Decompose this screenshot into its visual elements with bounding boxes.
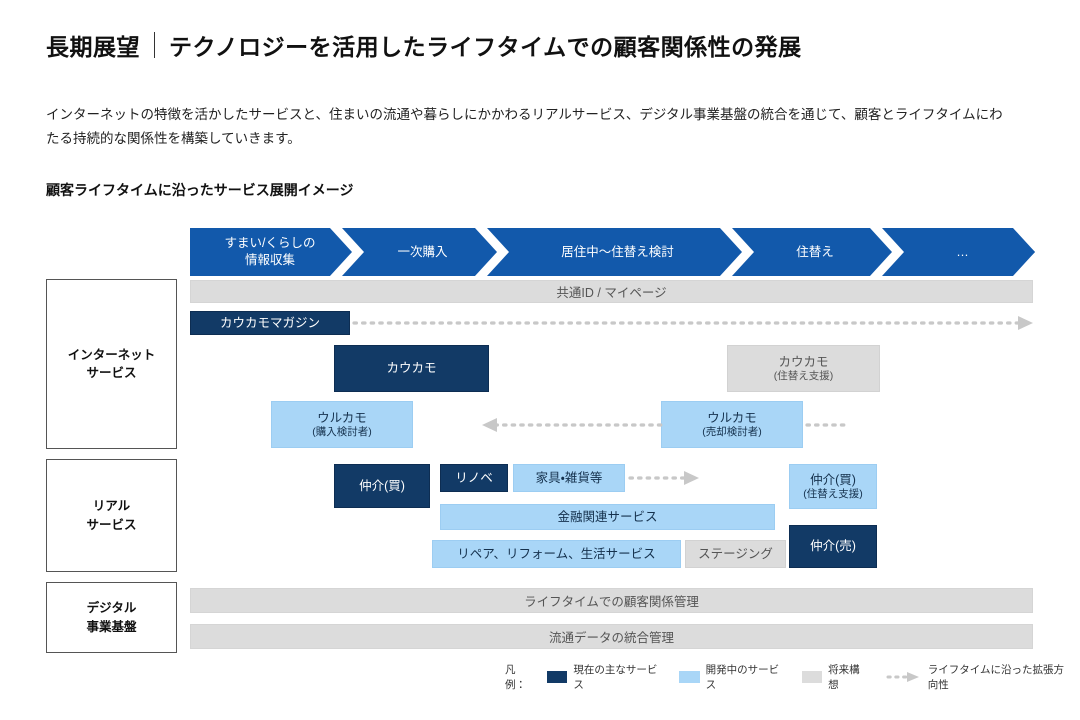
- box-brokerage-buy-label: 仲介(買): [359, 478, 405, 493]
- stage-1[interactable]: すまい/くらしの 情報収集: [190, 228, 350, 276]
- stage-5[interactable]: …: [890, 228, 1035, 276]
- legend-item-future: 将来構想: [801, 662, 867, 692]
- flow-arrow-seller-tail-icon: [805, 423, 847, 427]
- flow-arrow-seller-to-buyer-icon: [482, 418, 663, 432]
- box-repair-reform-life-services[interactable]: リペア、リフォーム、生活サービス: [432, 540, 681, 568]
- box-brokerage-sell-label: 仲介(売): [810, 539, 856, 554]
- legend-item-future-label: 将来構想: [828, 664, 860, 691]
- box-brokerage-buy-move-support-sub: (住替え支援): [803, 487, 863, 500]
- box-brokerage-buy-move-support-label: 仲介(買): [810, 472, 856, 487]
- legend-swatch-developing-icon: [679, 671, 700, 683]
- box-brokerage-sell[interactable]: 仲介(売): [789, 525, 877, 568]
- box-kaukamo-move-support-sub: (住替え支援): [773, 369, 834, 382]
- box-kaukamo[interactable]: カウカモ: [334, 345, 489, 392]
- box-urukamo-buyer-sub: (購入検討者): [312, 425, 372, 438]
- header-eyebrow: 長期展望: [46, 34, 140, 60]
- expansion-arrow-magazine-icon: [352, 316, 1033, 330]
- row-label-internet: インターネット サービス: [46, 279, 177, 449]
- legend-item-arrow: ライフタイムに沿った拡張方向性: [886, 662, 1070, 692]
- row-label-real-line1: リアル: [92, 499, 131, 514]
- stage-4[interactable]: 住替え: [740, 228, 890, 276]
- row-label-digital: デジタル 事業基盤: [46, 582, 177, 653]
- box-urukamo-seller-sub: (売却検討者): [702, 425, 762, 438]
- box-brokerage-buy[interactable]: 仲介(買): [334, 464, 430, 508]
- box-renovation-label: リノベ: [455, 470, 493, 485]
- box-kaukamo-magazine[interactable]: カウカモマガジン: [190, 311, 350, 335]
- box-staging-label: ステージング: [698, 546, 773, 561]
- legend: 凡例： 現在の主なサービス 開発中のサービス 将来構想 ライフタイムに沿った拡張…: [505, 662, 1080, 692]
- row-label-internet-line1: インターネット: [67, 347, 156, 362]
- header-divider: [154, 32, 155, 58]
- band-lifetime-crm[interactable]: ライフタイムでの顧客関係管理: [190, 588, 1033, 613]
- expansion-arrow-furniture-icon: [628, 471, 699, 485]
- box-brokerage-buy-move-support[interactable]: 仲介(買) (住替え支援): [789, 464, 877, 509]
- page-title: テクノロジーを活用したライフタイムでの顧客関係性の発展: [169, 34, 802, 60]
- box-kaukamo-magazine-label: カウカモマガジン: [219, 315, 320, 330]
- row-label-digital-line2: 事業基盤: [86, 619, 137, 634]
- stage-chevron-band: すまい/くらしの 情報収集 一次購入 居住中〜住替え検討 住替え …: [190, 228, 1035, 276]
- row-label-digital-line1: デジタル: [86, 601, 137, 616]
- box-urukamo-seller-label: ウルカモ: [707, 410, 757, 425]
- common-id-band[interactable]: 共通ID / マイページ: [190, 280, 1033, 303]
- legend-swatch-future-icon: [801, 671, 823, 683]
- box-furniture-goods-label: 家具・雑貨等: [535, 470, 603, 485]
- box-staging[interactable]: ステージング: [685, 540, 786, 568]
- stage-2-label: 一次購入: [397, 244, 448, 259]
- row-label-internet-line2: サービス: [86, 366, 137, 380]
- stage-4-label: 住替え: [796, 244, 834, 259]
- legend-arrow-icon: [886, 671, 922, 683]
- row-label-real: リアル サービス: [46, 459, 177, 572]
- band-distribution-data[interactable]: 流通データの統合管理: [190, 624, 1033, 649]
- row-label-real-line2: サービス: [86, 517, 137, 532]
- stage-1-line1: すまい/くらしの: [224, 236, 316, 251]
- legend-item-current-label: 現在の主なサービス: [573, 664, 658, 691]
- band-distribution-data-label: 流通データの統合管理: [548, 631, 674, 645]
- stage-2[interactable]: 一次購入: [350, 228, 495, 276]
- box-urukamo-buyer-label: ウルカモ: [317, 410, 367, 425]
- stage-3-label: 居住中〜住替え検討: [561, 244, 674, 259]
- box-kaukamo-move-support-label: カウカモ: [778, 354, 829, 369]
- legend-item-current: 現在の主なサービス: [547, 662, 660, 692]
- box-financial-services-label: 金融関連サービス: [557, 509, 658, 524]
- common-id-label: 共通ID / マイページ: [556, 286, 667, 300]
- legend-item-developing-label: 開発中のサービス: [705, 664, 780, 691]
- intro-paragraph: インターネットの特徴を活かしたサービスと、住まいの流通や暮らしにかかわるリアルサ…: [46, 107, 1003, 146]
- box-urukamo-buyer[interactable]: ウルカモ (購入検討者): [271, 401, 413, 448]
- section-heading: 顧客ライフタイムに沿ったサービス展開イメージ: [46, 182, 354, 198]
- box-repair-reform-life-services-label: リペア、リフォーム、生活サービス: [457, 546, 656, 561]
- box-urukamo-seller[interactable]: ウルカモ (売却検討者): [661, 401, 803, 448]
- box-financial-services[interactable]: 金融関連サービス: [440, 504, 775, 530]
- page-header: 長期展望 テクノロジーを活用したライフタイムでの顧客関係性の発展: [46, 28, 802, 62]
- legend-item-developing: 開発中のサービス: [679, 662, 783, 692]
- band-lifetime-crm-label: ライフタイムでの顧客関係管理: [524, 595, 699, 609]
- stage-5-label: …: [956, 244, 969, 259]
- box-renovation[interactable]: リノベ: [440, 464, 508, 492]
- box-kaukamo-move-support[interactable]: カウカモ (住替え支援): [727, 345, 880, 392]
- box-furniture-goods[interactable]: 家具・雑貨等: [513, 464, 625, 492]
- legend-item-arrow-label: ライフタイムに沿った拡張方向性: [927, 664, 1064, 691]
- stage-3[interactable]: 居住中〜住替え検討: [495, 228, 740, 276]
- stage-1-line2: 情報収集: [244, 253, 295, 267]
- legend-swatch-current-icon: [547, 671, 568, 683]
- legend-label: 凡例：: [505, 664, 526, 691]
- box-kaukamo-label: カウカモ: [386, 361, 437, 376]
